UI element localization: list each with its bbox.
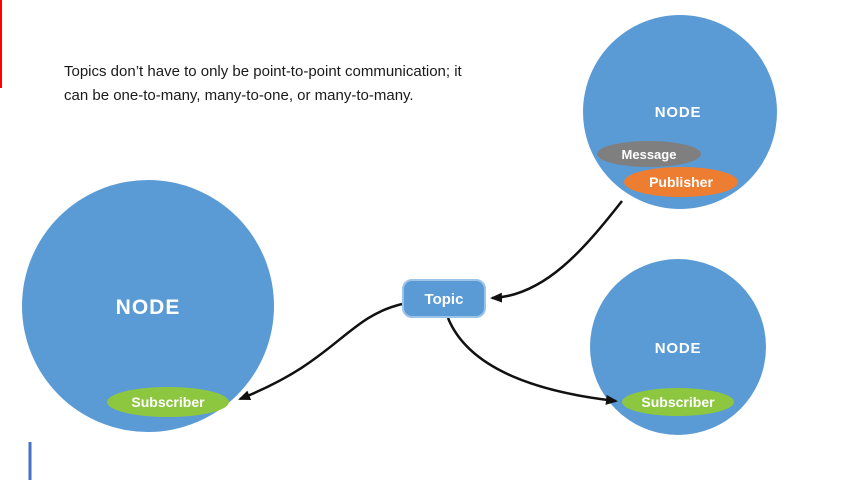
publisher-badge [624, 167, 738, 197]
arrow-topic-to-bottom-subscriber [446, 317, 618, 405]
left-subscriber-badge [107, 387, 229, 417]
left-node-circle [22, 180, 274, 432]
bottom-right-node-title: NODE [655, 340, 702, 357]
bottom-subscriber-badge [622, 388, 734, 416]
publisher-badge-label: Publisher [649, 174, 713, 190]
caption: Topics don’t have to only be point-to-po… [64, 60, 504, 108]
topic-box-label: Topic [425, 291, 464, 308]
arrow-publisher-to-topic [490, 200, 623, 303]
top-right-node-title: NODE [655, 104, 702, 121]
caption-line-1: Topics don’t have to only be point-to-po… [64, 63, 462, 80]
arrow-topic-to-left-subscriber [238, 302, 403, 401]
caption-line-2: can be one-to-many, many-to-one, or many… [64, 87, 414, 104]
bottom-subscriber-badge-label: Subscriber [641, 394, 715, 410]
message-badge [597, 141, 701, 167]
message-badge-label: Message [622, 147, 677, 162]
left-node-title: NODE [116, 296, 181, 319]
bottom-right-node-circle [590, 259, 766, 435]
topic-box [402, 279, 486, 318]
left-subscriber-badge-label: Subscriber [131, 394, 205, 410]
